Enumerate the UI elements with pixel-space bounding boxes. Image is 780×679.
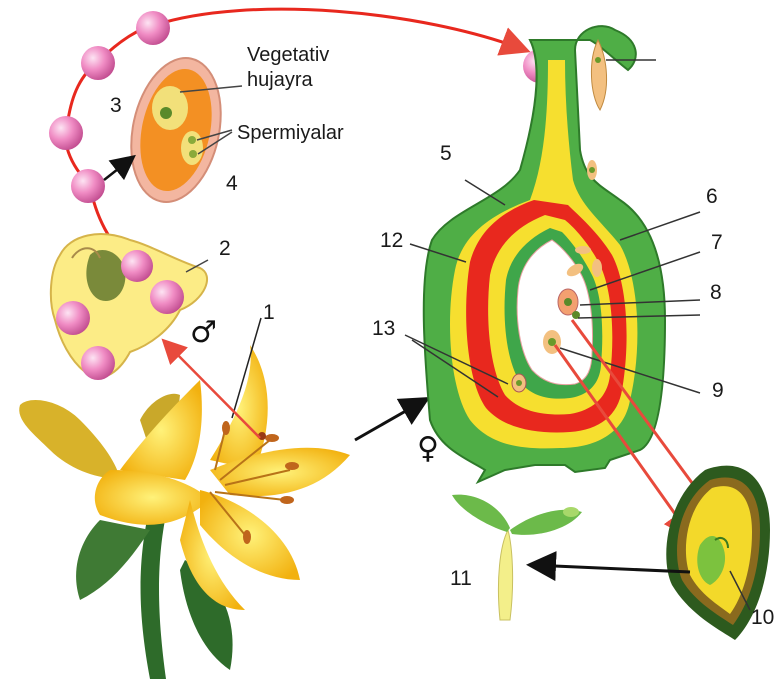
label-9: 9 (712, 380, 724, 401)
arrow-seed-to-seedling (532, 565, 690, 572)
label-4: 4 (226, 173, 238, 194)
label-3: 3 (110, 95, 122, 116)
label-2: 2 (219, 238, 231, 259)
label-5: 5 (440, 143, 452, 164)
label-8: 8 (710, 282, 722, 303)
pollen-grain-section (119, 50, 233, 211)
label-7: 7 (711, 232, 723, 253)
male-symbol: ♂ (190, 318, 217, 348)
label-13: 13 (372, 318, 395, 339)
label-1: 1 (263, 302, 275, 323)
label-6: 6 (706, 186, 718, 207)
label-10: 10 (751, 607, 774, 628)
label-hujayra: hujayra (247, 70, 313, 90)
seedling (452, 495, 582, 620)
label-vegetativ: Vegetativ (247, 45, 329, 65)
label-11: 11 (450, 568, 472, 589)
arrow-flower-to-pistil (355, 400, 425, 440)
label-spermiyalar: Spermiyalar (237, 123, 344, 143)
pistil (424, 26, 665, 482)
arrow-pollen-to-section (104, 158, 132, 180)
female-symbol: ♀ (417, 434, 439, 464)
lily-flower (19, 345, 350, 679)
label-12: 12 (380, 230, 403, 251)
